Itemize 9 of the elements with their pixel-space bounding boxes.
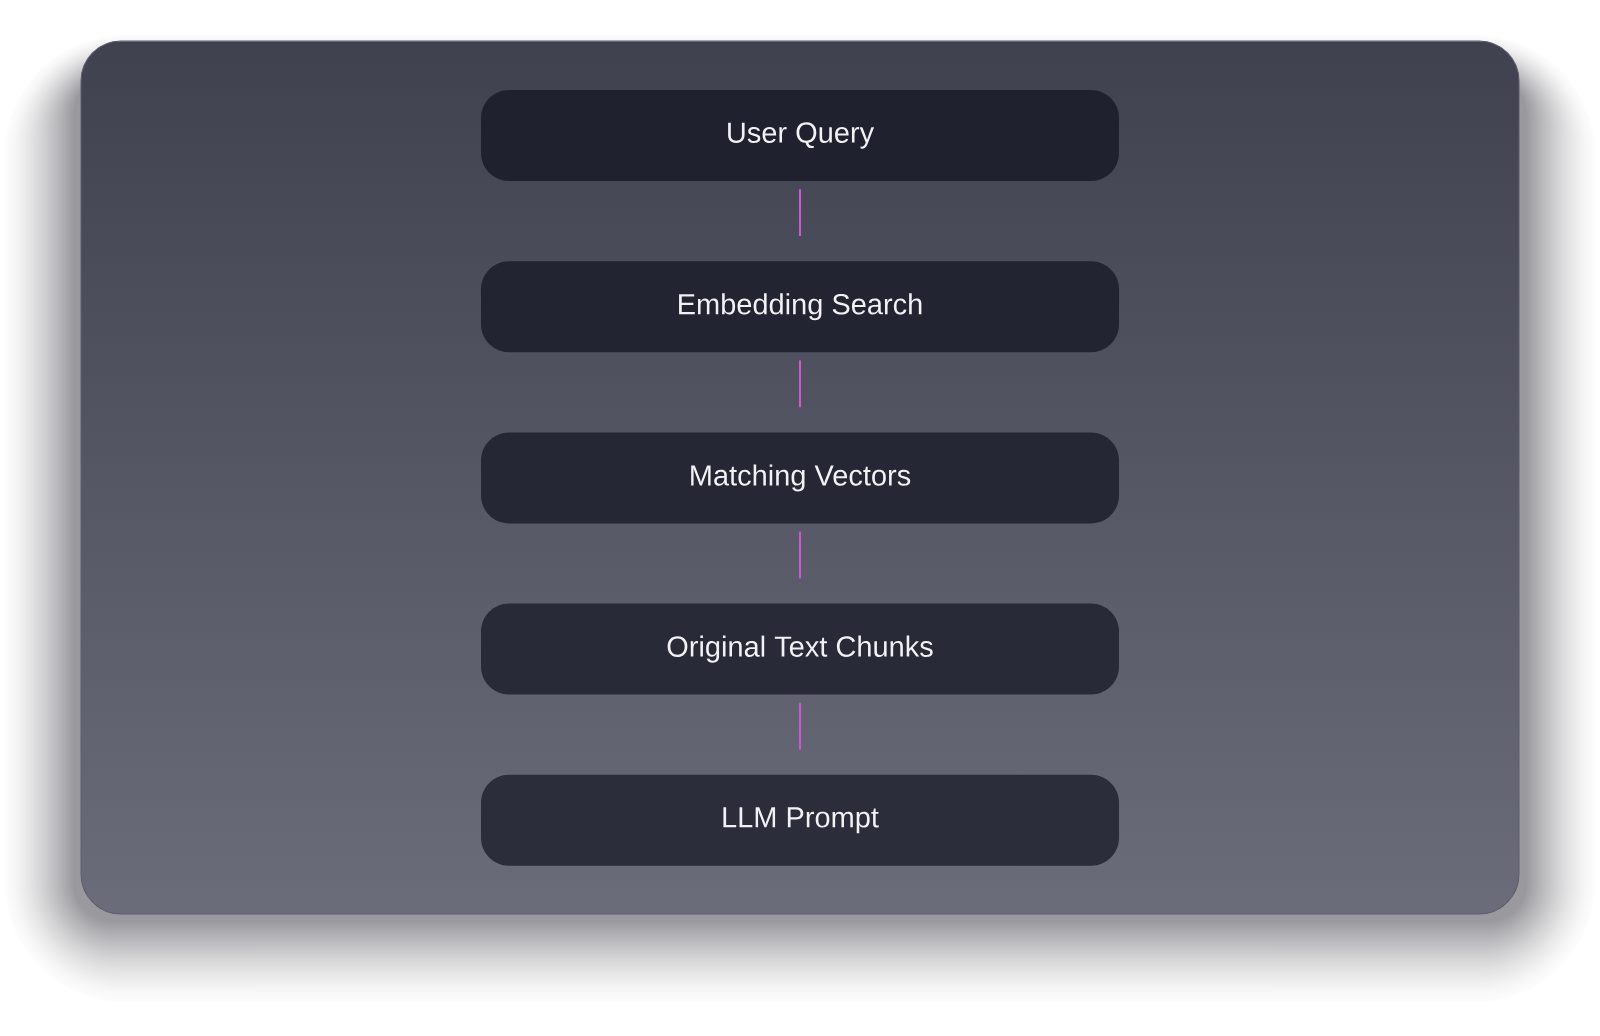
process-box: Embedding Search	[481, 261, 1119, 353]
connector-line	[799, 359, 801, 409]
connector-line	[799, 701, 801, 751]
process-box: Matching Vectors	[481, 432, 1119, 524]
process-box: LLM Prompt	[481, 774, 1119, 866]
process-box: User Query	[481, 90, 1119, 181]
connector-line	[799, 188, 801, 237]
process-box: Original Text Chunks	[481, 603, 1119, 695]
connector-line	[799, 530, 801, 580]
